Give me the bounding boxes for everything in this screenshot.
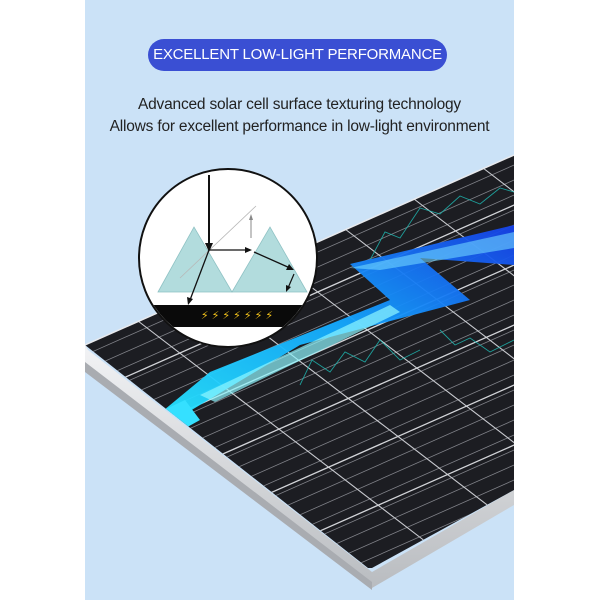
panel-cells — [85, 155, 514, 568]
feature-badge: EXCELLENT LOW-LIGHT PERFORMANCE — [148, 39, 447, 71]
lightning-bolt-graphic — [158, 225, 514, 430]
bolt-icon: ⚡ — [243, 309, 252, 322]
description-line-2: Allows for excellent performance in low-… — [109, 118, 490, 135]
product-banner: ⚡ ⚡ ⚡ ⚡ ⚡ ⚡ ⚡ EXCELLENT LOW-LIGHT PERFOR… — [85, 0, 514, 600]
description-line-1: Advanced solar cell surface texturing te… — [138, 96, 461, 113]
bolt-icon: ⚡ — [265, 309, 274, 322]
bolt-icon: ⚡ — [233, 309, 241, 322]
solar-panel-illustration — [85, 154, 514, 590]
light-trapping-diagram — [138, 168, 318, 348]
energy-bolts-row: ⚡ ⚡ ⚡ ⚡ ⚡ ⚡ ⚡ — [187, 305, 287, 325]
bolt-icon: ⚡ — [200, 309, 209, 322]
bolt-icon: ⚡ — [254, 309, 263, 322]
bolt-icon: ⚡ — [211, 309, 220, 322]
bolt-icon: ⚡ — [222, 309, 231, 322]
